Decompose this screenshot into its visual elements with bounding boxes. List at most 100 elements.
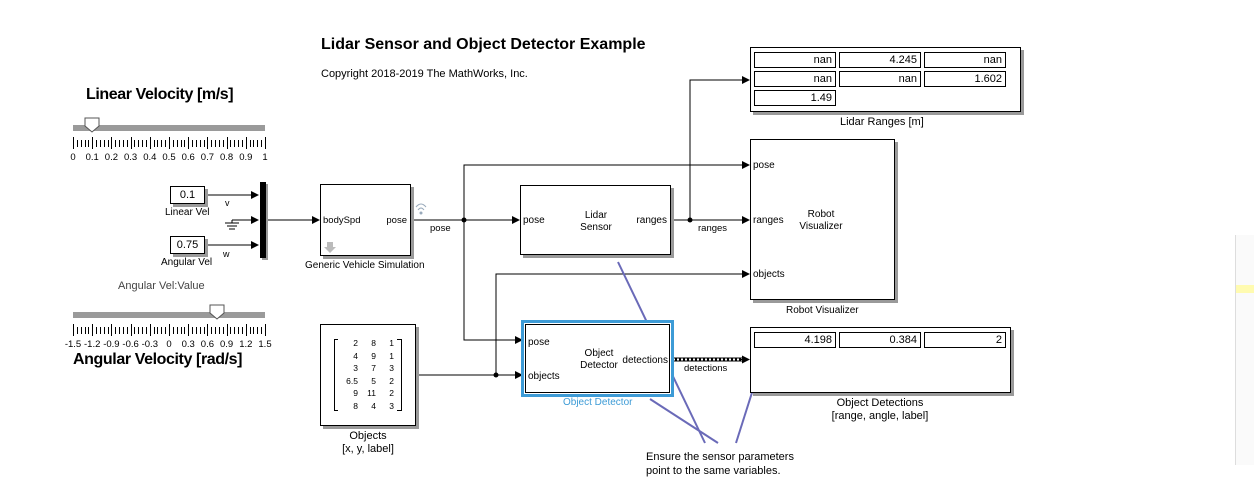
angular-tick-mark (234, 327, 235, 334)
matrix-cell: 1 (389, 338, 394, 348)
angular-tick-label: 0.9 (219, 339, 234, 350)
lidar-ranges-display[interactable]: nan 4.245 nan nan nan 1.602 1.49 (750, 47, 1021, 112)
ground-icon (225, 220, 239, 230)
angular-slider-thumb[interactable] (209, 304, 225, 320)
angular-tick-mark (138, 327, 139, 334)
angular-tick-label: -1.5 (64, 339, 82, 350)
linear-tick-label: 1 (262, 152, 268, 163)
linear-tick-label: 0.8 (219, 152, 234, 163)
robot-port-objects: objects (753, 269, 785, 280)
linear-tick-mark (227, 137, 228, 149)
linear-tick-mark (257, 140, 258, 147)
vehicle-simulation-block[interactable]: bodySpd pose (320, 184, 411, 256)
angular-tick-mark (253, 327, 254, 334)
linear-tick-mark (111, 137, 112, 149)
angular-tick-mark (250, 327, 251, 334)
detector-port-objects: objects (528, 371, 560, 382)
angular-tick-mark (215, 327, 216, 334)
linear-tick-mark (157, 140, 158, 147)
linear-tick-mark (192, 140, 193, 147)
linear-tick-mark (204, 140, 205, 147)
angular-tick-mark (154, 327, 155, 334)
range-cell: nan (754, 52, 836, 68)
angular-tick-mark (88, 327, 89, 334)
angular-tick-mark (115, 327, 116, 334)
angular-tick-mark (96, 327, 97, 334)
range-cell: nan (839, 71, 921, 87)
angular-tick-mark (111, 324, 112, 336)
matrix-cell: 11 (367, 388, 376, 398)
angular-tick-mark (100, 327, 101, 334)
matrix-cell: 2 (389, 375, 394, 386)
linear-tick-mark (215, 140, 216, 147)
angular-tick-mark (211, 327, 212, 334)
linear-tick-mark (115, 140, 116, 147)
object-detections-name: Object Detections[range, angle, label] (831, 397, 929, 422)
angular-tick-mark (192, 327, 193, 334)
angular-tick-label: -0.9 (103, 339, 120, 350)
linear-tick-mark (184, 140, 185, 147)
linear-slider-track[interactable] (73, 125, 265, 131)
angular-tick-label: -0.6 (122, 339, 139, 350)
linear-tick-mark (154, 140, 155, 147)
linear-vel-constant[interactable]: 0.1 (170, 186, 205, 204)
linear-tick-mark (219, 140, 220, 147)
angular-tick-mark (127, 327, 128, 334)
angular-slider-track[interactable] (73, 312, 265, 318)
angular-tick-mark (108, 327, 109, 334)
linear-tick-mark (188, 137, 189, 149)
vehicle-out-port: pose (386, 215, 407, 226)
range-cell: 1.602 (924, 71, 1006, 87)
lidar-ranges-name: Lidar Ranges [m] (840, 116, 924, 128)
linear-tick-mark (200, 140, 201, 147)
linear-tick-mark (165, 140, 166, 147)
angular-tick-mark (219, 327, 220, 334)
detector-out-port: detections (622, 355, 668, 366)
linear-slider-thumb[interactable] (84, 117, 100, 133)
angular-tick-mark (204, 327, 205, 334)
linear-tick-mark (138, 140, 139, 147)
angular-tick-mark (184, 327, 185, 334)
angular-tick-mark (77, 327, 78, 334)
angular-tick-label: 0.6 (200, 339, 214, 350)
matrix-cell: 8 (353, 400, 358, 411)
angular-tick-mark (134, 327, 135, 334)
angular-tick-mark (123, 327, 124, 334)
linear-tick-mark (146, 140, 147, 147)
linear-tick-mark (173, 140, 174, 147)
mux-block[interactable] (260, 182, 266, 258)
linear-tick-mark (211, 140, 212, 147)
angular-tick-mark (265, 324, 266, 336)
wire-ranges-to-display (689, 76, 750, 220)
linear-tick-mark (88, 140, 89, 147)
linear-tick-mark (265, 137, 266, 149)
linear-tick-mark (96, 140, 97, 147)
range-cell: 1.49 (754, 90, 836, 106)
linear-tick-mark (242, 140, 243, 147)
linear-tick-mark (81, 140, 82, 147)
linear-tick-mark (134, 140, 135, 147)
matrix-cell: 9 (371, 350, 376, 361)
angular-vel-constant[interactable]: 0.75 (170, 236, 205, 254)
linear-tick-mark (250, 140, 251, 147)
linear-tick-mark (234, 140, 235, 147)
linear-tick-mark (169, 137, 170, 149)
linear-tick-mark (196, 140, 197, 147)
angular-tick-mark (196, 327, 197, 334)
angular-tick-mark (165, 327, 166, 334)
side-panel-edge (1235, 235, 1254, 465)
linear-tick-mark (85, 140, 86, 147)
angular-tick-label: -0.3 (141, 339, 158, 350)
matrix-cell: 3 (353, 363, 358, 373)
angular-tick-mark (161, 327, 162, 334)
object-detections-display[interactable]: 4.198 0.384 2 (750, 327, 1011, 393)
